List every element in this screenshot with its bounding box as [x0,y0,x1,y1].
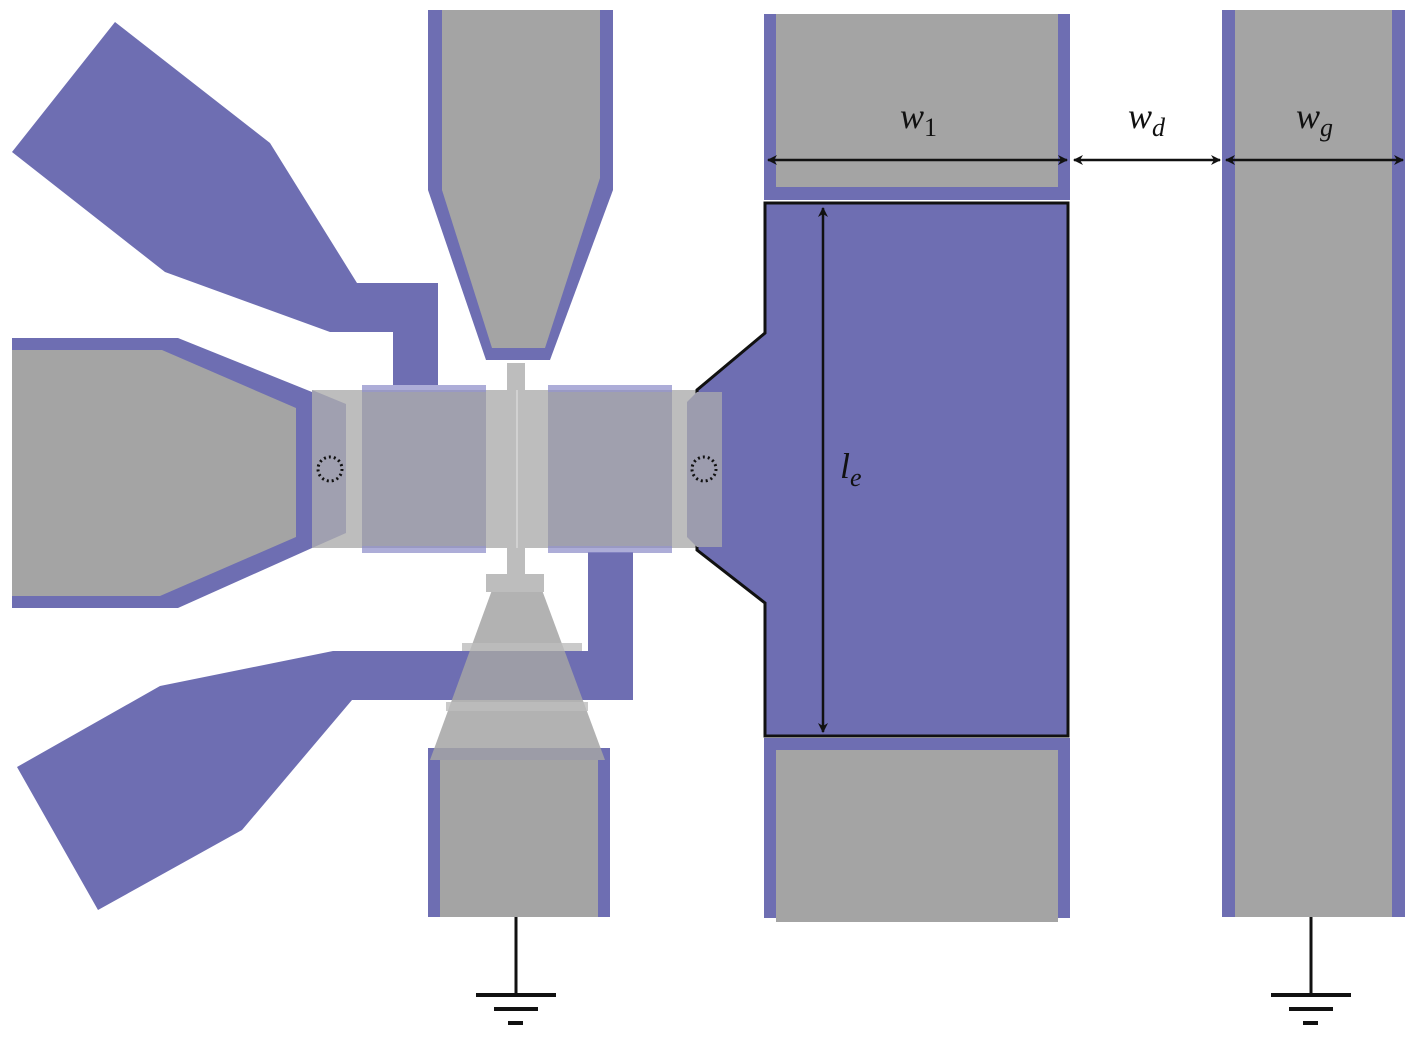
ground-symbol-icon [476,917,556,1025]
label-wd: wd [1128,96,1166,142]
dotted-circle-icon [316,455,344,483]
taper-band [446,702,588,711]
taper-band [462,643,582,651]
bottom-gate [440,760,598,917]
top-connector [507,363,525,391]
ground-symbol-icon [1271,917,1351,1025]
left-gate-pad-inner [362,392,486,546]
left-electrode [12,350,296,596]
resonator-electrode [695,201,1070,738]
label-w1: w1 [900,96,938,142]
dimension-arrows [767,155,1404,733]
bottom-left-lead [17,552,633,910]
dotted-circle-icon [690,455,718,483]
bottom-ground [776,750,1058,922]
bottom-gate-taper [430,590,605,760]
top-left-lead [12,22,438,385]
right-gate-pad-inner [548,392,672,546]
bottom-gate-tip [486,574,544,592]
ground-strip [1235,10,1392,917]
right-contact-pad [687,392,722,547]
top-gate [442,10,600,348]
left-contact-pad [312,390,346,548]
label-le: le [840,446,862,492]
bottom-connector [507,547,525,575]
label-wg: wg [1296,96,1334,142]
